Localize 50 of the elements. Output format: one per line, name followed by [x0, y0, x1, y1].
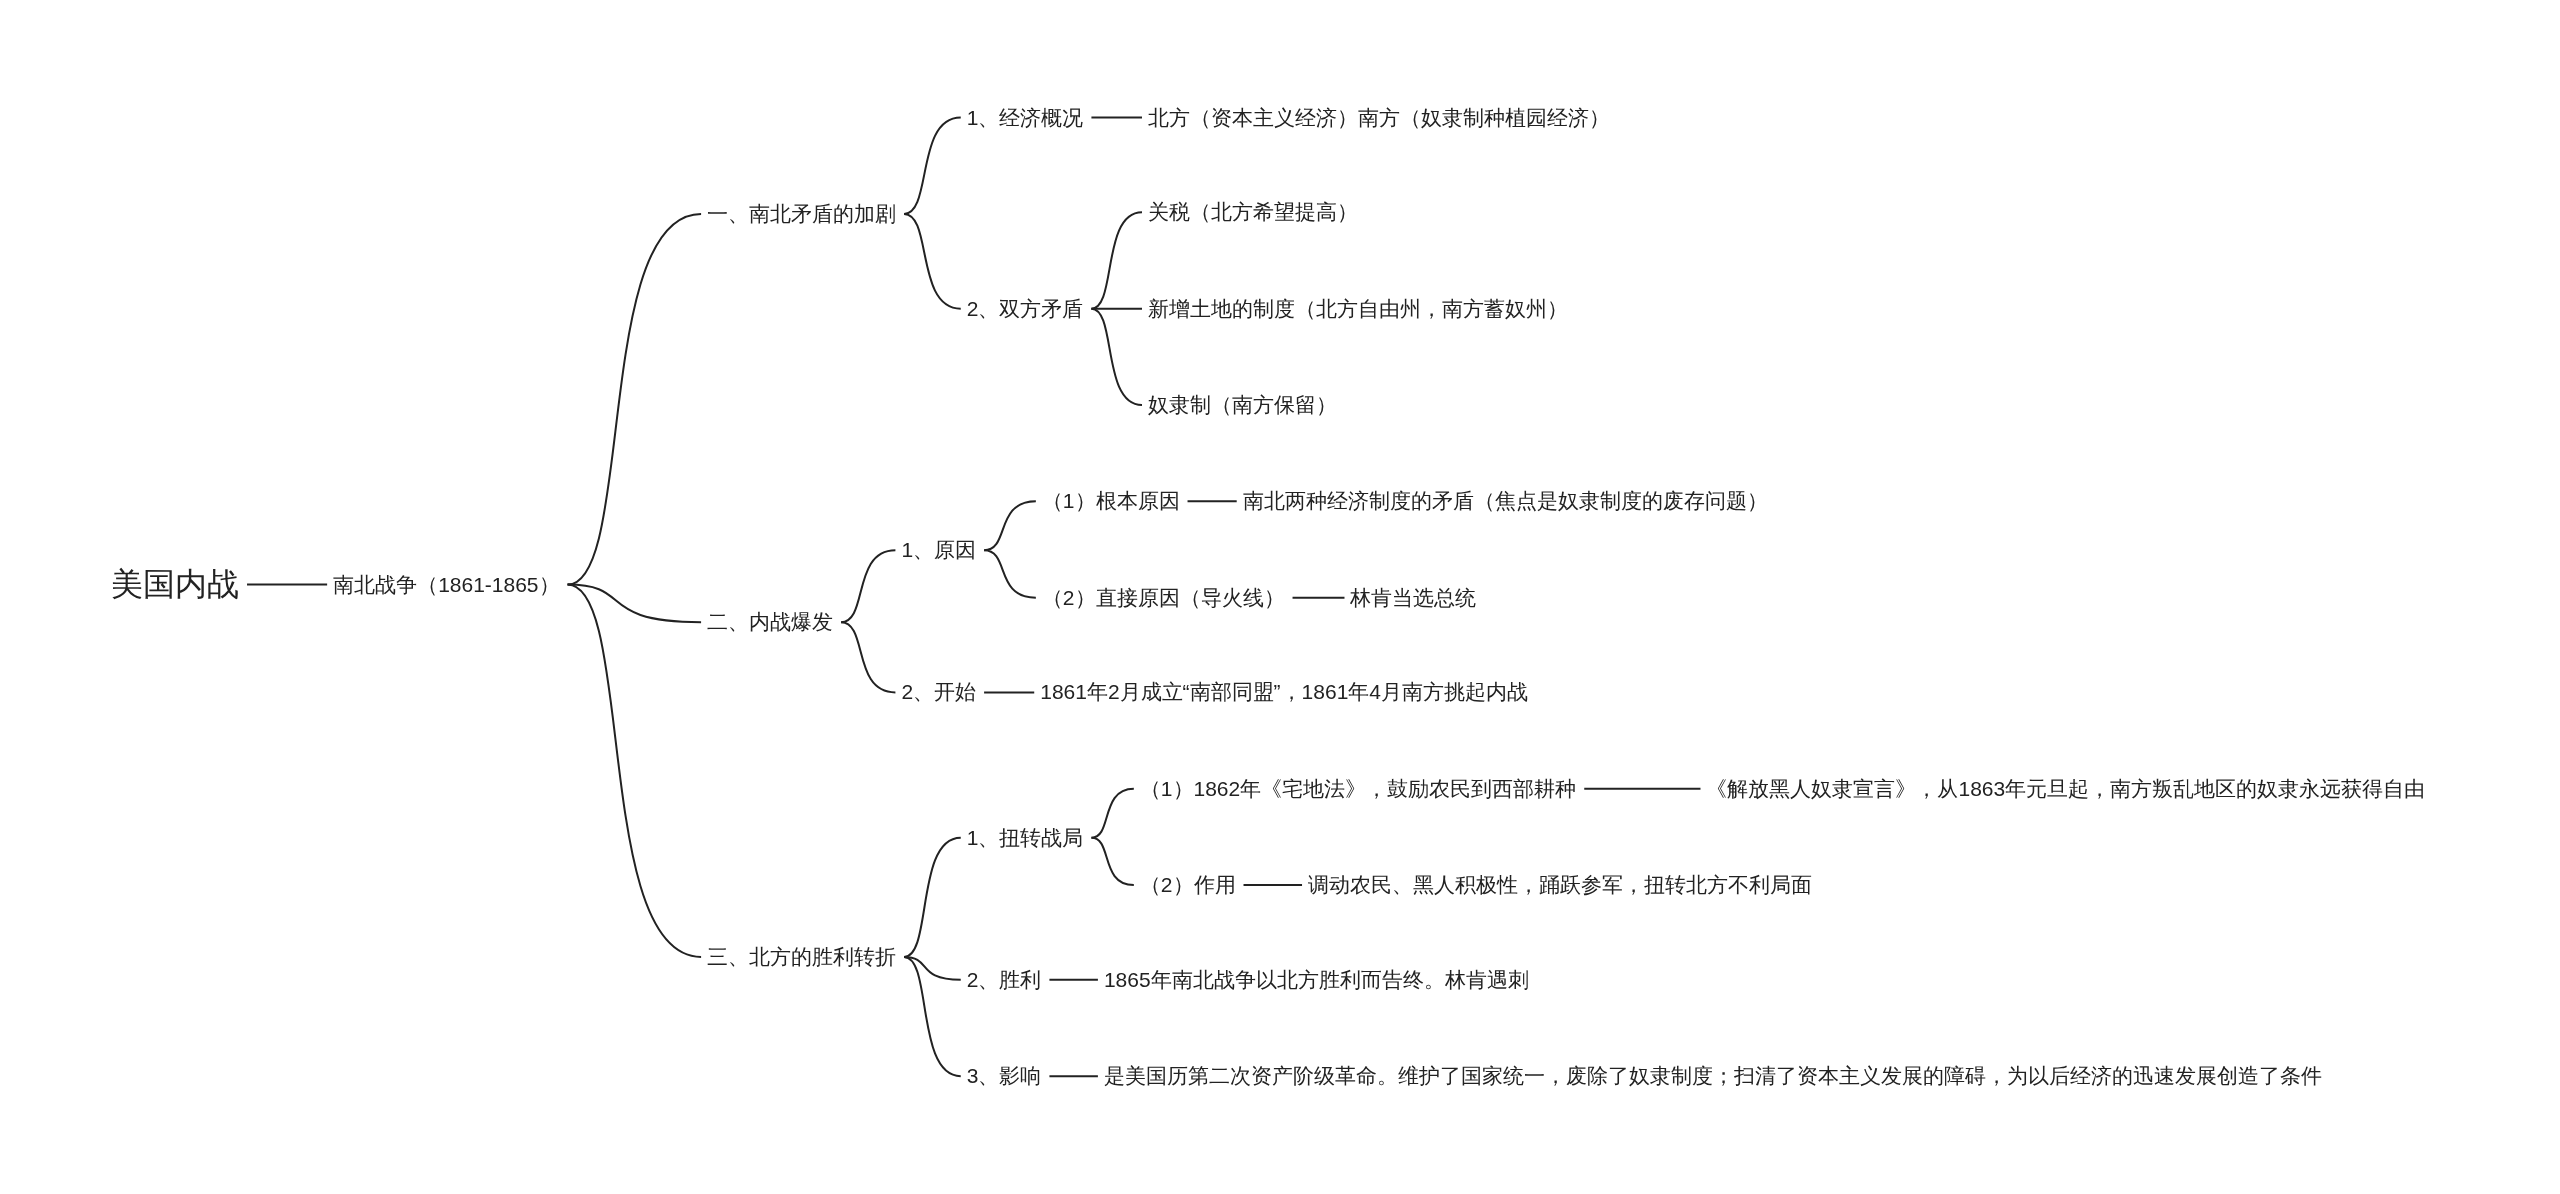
connector-line — [1090, 836, 1135, 887]
connector-line — [983, 549, 1037, 599]
connector-line — [1090, 307, 1143, 406]
connector-line — [983, 500, 1037, 552]
topic-text: 2、开始 — [901, 678, 977, 707]
connector-line — [246, 583, 329, 586]
connector-line — [1090, 787, 1135, 839]
connector-line — [840, 549, 897, 624]
topic-text: 林肯当选总统 — [1350, 584, 1477, 612]
topic-text: 调动农民、黑人积极性，踊跃参军，扭转北方不利局面 — [1308, 871, 1813, 899]
connector-line — [1048, 978, 1099, 981]
topic-text: （1）根本原因 — [1041, 487, 1180, 515]
topic-text: 奴隶制（南方保留） — [1148, 391, 1337, 419]
connector-line — [903, 836, 962, 958]
topic-text: 1、原因 — [901, 536, 977, 564]
topic-text: 三、北方的胜利转折 — [707, 943, 897, 971]
topic-text: （1）1862年《宅地法》，鼓励农民到西部耕种 — [1139, 775, 1577, 803]
connector-line — [903, 116, 962, 215]
connector-line — [1090, 116, 1143, 119]
connector-line — [1090, 211, 1143, 310]
topic-text: 一、南北矛盾的加剧 — [707, 200, 897, 228]
connector-line — [566, 583, 703, 958]
connector-line — [840, 621, 897, 694]
topic-text: 新增土地的制度（北方自由州，南方蓄奴州） — [1148, 295, 1568, 323]
topic-text: 是美国历第二次资产阶级革命。维护了国家统一，废除了奴隶制度；扫清了资本主义发展的障碍，为以后经济的迅速发展创造了条件 — [1103, 1062, 2322, 1090]
topic-text: 2、双方矛盾 — [966, 295, 1084, 323]
connector-line — [1048, 1075, 1099, 1078]
connector-line — [903, 212, 962, 310]
topic-text: 3、影响 — [966, 1062, 1042, 1090]
topic-text: 1、扭转战局 — [966, 824, 1084, 852]
topic-text: 1、经济概况 — [966, 103, 1084, 132]
connector-line — [903, 955, 962, 1078]
connector-line — [566, 212, 703, 586]
topic-text: 关税（北方希望提高） — [1148, 198, 1358, 226]
connector-line — [1291, 596, 1346, 599]
topic-text: （2）直接原因（导火线） — [1041, 584, 1285, 612]
connector-line — [1186, 500, 1238, 503]
connector-line — [1242, 884, 1304, 887]
root-topic: 美国内战 — [111, 563, 240, 606]
topic-text: 《解放黑人奴隶宣言》，从1863年元旦起，南方叛乱地区的奴隶永远获得自由 — [1706, 775, 2426, 803]
topic-text: 1861年2月成立“南部同盟”，1861年4月南方挑起内战 — [1040, 678, 1528, 707]
topic-text: 北方（资本主义经济）南方（奴隶制种植园经济） — [1148, 103, 1610, 132]
connector-line — [983, 691, 1036, 694]
topic-text: 1865年南北战争以北方胜利而告终。林肯遇刺 — [1103, 966, 1529, 994]
topic-text: 二、内战爆发 — [707, 608, 834, 636]
topic-text: 南北战争（1861-1865） — [333, 570, 560, 599]
connector-line — [1583, 787, 1702, 790]
topic-text: 2、胜利 — [966, 966, 1042, 994]
topic-text: 南北两种经济制度的矛盾（焦点是奴隶制度的废存问题） — [1242, 487, 1768, 515]
topic-text: （2）作用 — [1139, 871, 1236, 899]
